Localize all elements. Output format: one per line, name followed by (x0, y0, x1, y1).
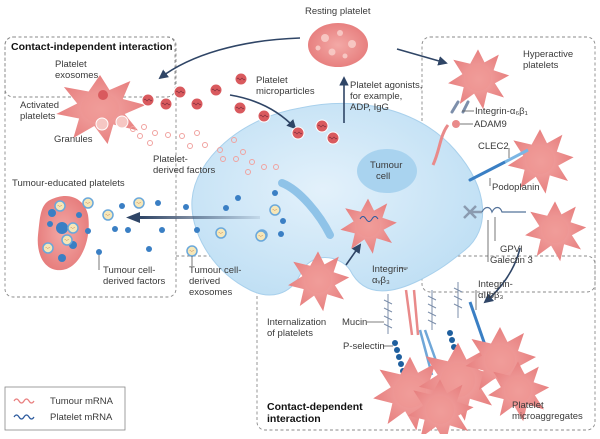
tumour-cell-derived-factors-label-2: derived factors (103, 276, 166, 287)
integrin-avb3-label-2: αᵥβ₃ (372, 275, 390, 286)
arrow-to-aggregates (483, 247, 521, 304)
integrin-aiib-b3-label-1: Integrin- (478, 279, 513, 290)
tumour-cell (191, 102, 484, 296)
hyperactive-platelets-label-2: platelets (523, 60, 559, 71)
integrin-a6b1-label: Integrin-α₆β₁ (475, 106, 528, 117)
arrow-internalization (345, 243, 362, 266)
adam9-label: ADAM9 (474, 119, 507, 130)
resting-platelet-label: Resting platelet (305, 6, 371, 17)
gpvi-label: GPVI (500, 244, 523, 255)
resting-platelet (308, 23, 368, 67)
platelet-mrna-strand (359, 216, 379, 222)
arrow-microparticles (229, 94, 297, 130)
mucin-chains (383, 282, 463, 334)
legend-tumour-mrna: Tumour mRNA (50, 396, 114, 407)
contact-independent-box (4, 36, 177, 298)
arrow-to-hyperactive (396, 48, 448, 66)
granules-label: Granules (54, 134, 93, 145)
platelet-mrna-swatch (13, 414, 35, 420)
platelet-derived-factors (130, 124, 279, 175)
p-selectin-label: P-selectin (343, 341, 385, 352)
integrin-aiib-b3-label-2: αIIbβ₃ (478, 290, 504, 301)
organelle (278, 179, 334, 239)
contact-dependent-title-1: Contact-dependent (267, 401, 363, 413)
agonists-label-3: ADP, IgG (350, 102, 389, 113)
tumour-cell-derived-factors-label-1: Tumour cell- (103, 265, 155, 276)
activated-platelets-label-2: platelets (20, 111, 56, 122)
legend: Tumour mRNA Platelet mRNA (4, 386, 126, 431)
contact-independent-title: Contact-independent interaction (11, 41, 173, 53)
activated-platelets-label-1: Activated (20, 100, 59, 111)
arrow-to-activated (158, 37, 301, 80)
platelet-microparticles-label-2: microparticles (256, 86, 315, 97)
agonists-label-1: Platelet agonists, (350, 80, 422, 91)
tumour-cell-derived-exosomes-label-3: exosomes (189, 287, 233, 298)
platelet-exosomes-label-2: exosomes (55, 70, 99, 81)
agonists-label-2: for example, (350, 91, 402, 102)
tumour-cell-label-2: cell (376, 171, 390, 182)
legend-platelet-mrna: Platelet mRNA (50, 412, 113, 423)
platelet-exosome (98, 90, 108, 100)
clec2-label: CLEC2 (478, 141, 509, 152)
galectin3-label: Galectin 3 (490, 255, 533, 266)
platelet-derived-factors-label-1: Platelet- (153, 154, 188, 165)
galectin-3 (463, 205, 482, 219)
tumour-cell-label-1: Tumour (370, 160, 402, 171)
tumour-cell-derived-exosomes-label-2: derived (189, 276, 220, 287)
integrin-avb3-label-1: Integrin- (372, 264, 407, 275)
granule (95, 117, 109, 131)
hyperactive-platelets-label-1: Hyperactive (523, 49, 573, 60)
tumour-mrna-swatch (13, 398, 35, 404)
integrin-avb3 (404, 289, 420, 336)
microaggregates-label-2: microaggregates (512, 411, 583, 422)
mucin-label: Mucin (342, 317, 367, 328)
tumour-nucleus (357, 149, 417, 193)
internalization-label-1: Internalization (267, 317, 326, 328)
hyperactive-platelet-1 (448, 49, 510, 110)
platelet-derived-factors-label-2: derived factors (153, 165, 216, 176)
arrow-to-educated-head (126, 212, 140, 223)
tumour-educated-platelets-label: Tumour-educated platelets (12, 178, 125, 189)
clec2 (504, 148, 529, 164)
integrin-aiib-b3-b (468, 301, 487, 346)
adam9 (431, 124, 450, 166)
gpvi (481, 206, 526, 214)
tumour-educated-platelet (37, 195, 89, 271)
arrow-to-educated-shaft (140, 216, 260, 219)
platelet-microparticles-label-1: Platelet (256, 75, 288, 86)
tumour-cell-derived-factors (85, 190, 286, 255)
hyperactive-platelet-3 (525, 201, 587, 262)
contact-dependent-title-2: interaction (267, 413, 321, 425)
microaggregates-label-1: Platelet (512, 400, 544, 411)
platelet-exosomes-label-1: Platelet (55, 59, 87, 70)
podoplanin-label: Podoplanin (492, 182, 540, 193)
integrin-a6b1 (450, 100, 470, 114)
podoplanin (468, 160, 507, 182)
internalization-label-2: of platelets (267, 328, 313, 339)
granule (115, 115, 129, 129)
tumour-cell-derived-exosomes-label-1: Tumour cell- (189, 265, 241, 276)
